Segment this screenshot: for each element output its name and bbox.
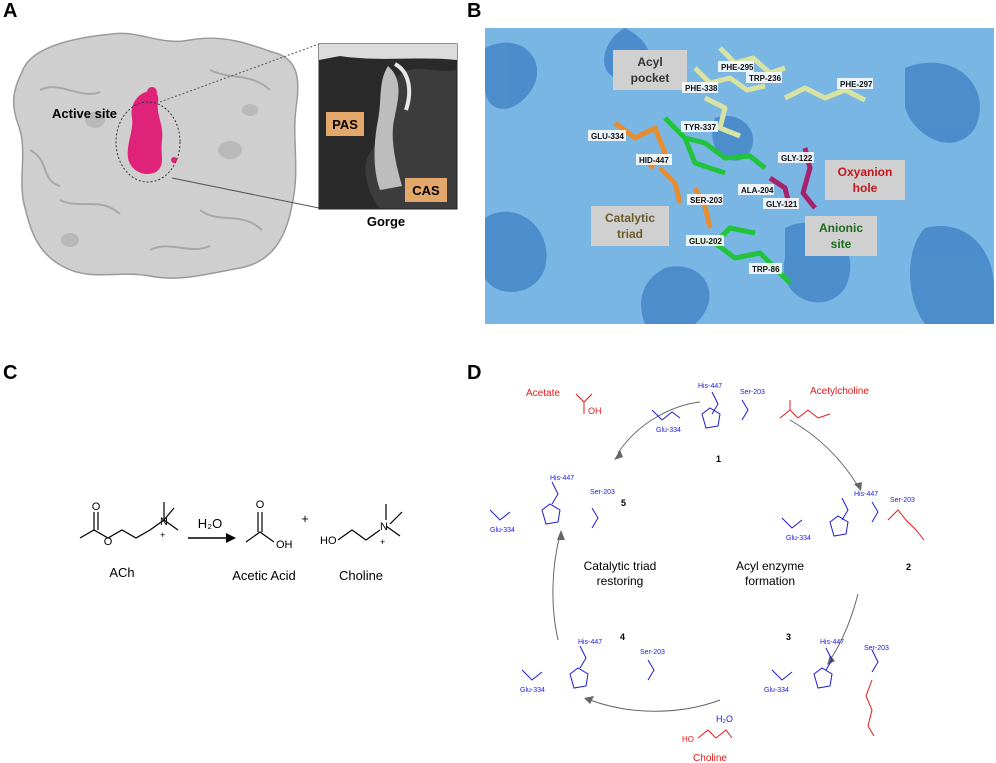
enzyme-state-3 <box>771 647 879 689</box>
catalytic-label-1: Catalytic <box>605 211 655 225</box>
residue-phe338: PHE-338 <box>685 84 718 93</box>
ser203-3: Ser-203 <box>864 645 889 652</box>
ser203-5: Ser-203 <box>590 489 615 496</box>
residue-trp236: TRP-236 <box>749 74 782 83</box>
acetic-acid-label: Acetic Acid <box>232 568 296 583</box>
svg-text:N: N <box>160 516 168 528</box>
enzyme-state-2 <box>781 497 879 537</box>
his447-5: His-447 <box>550 475 574 482</box>
water-label: H₂O <box>198 516 223 531</box>
pas-label: PAS <box>332 117 358 132</box>
gorge-label: Gorge <box>367 214 405 229</box>
glu334-4: Glu-334 <box>520 687 545 694</box>
svg-text:N: N <box>380 521 388 533</box>
glu334-5: Glu-334 <box>490 527 515 534</box>
anionic-label-2: site <box>831 237 852 251</box>
ser203-2: Ser-203 <box>890 497 915 504</box>
ach-label: ACh <box>109 565 134 580</box>
acetic-acid-structure <box>245 512 275 543</box>
acyl-pocket-label-2: pocket <box>631 71 670 85</box>
residue-ser203: SER-203 <box>690 196 723 205</box>
reaction-arrow <box>226 533 236 543</box>
oxyanion-label-2: hole <box>853 181 878 195</box>
panel-b-figure: Acyl pocket Oxyanion hole Catalytic tria… <box>485 28 994 324</box>
anionic-label-1: Anionic <box>819 221 863 235</box>
ser203-4: Ser-203 <box>640 649 665 656</box>
triad-restoring-label-1: Catalytic triad <box>584 559 657 573</box>
his447-4: His-447 <box>578 639 602 646</box>
residue-tyr337: TYR-337 <box>684 123 717 132</box>
residue-trp86: TRP-86 <box>752 265 780 274</box>
catalytic-triad-box <box>591 206 669 246</box>
acyl-formation-label-1: Acyl enzyme <box>736 559 804 573</box>
cycle-arrows <box>552 401 859 712</box>
choline-label-d: Choline <box>693 753 727 763</box>
glu334-3: Glu-334 <box>764 687 789 694</box>
svg-text:O: O <box>256 499 265 511</box>
enzyme-state-4 <box>521 645 655 689</box>
panel-letter-b: B <box>467 0 482 22</box>
residue-phe297: PHE-297 <box>840 80 873 89</box>
acetylcholine-substrate <box>779 400 831 419</box>
svg-text:+: + <box>380 537 385 547</box>
residue-glu202: GLU-202 <box>689 237 722 246</box>
svg-text:HO: HO <box>320 535 337 547</box>
his447-1: His-447 <box>698 383 722 390</box>
acyl-pocket-label-1: Acyl <box>637 55 662 69</box>
his447-2: His-447 <box>854 491 878 498</box>
acyl-pocket-box <box>613 50 687 90</box>
panel-a-figure: Active site PAS CAS Gorge <box>12 32 458 279</box>
step-1-label: 1 <box>716 454 721 464</box>
glu334-2: Glu-334 <box>786 535 811 542</box>
catalytic-label-2: triad <box>617 227 643 241</box>
step-2-label: 2 <box>906 562 911 572</box>
residue-ala204: ALA-204 <box>741 186 774 195</box>
residue-glu334: GLU-334 <box>591 132 624 141</box>
step-4-label: 4 <box>620 632 625 642</box>
acyl-pocket-residues <box>693 46 867 139</box>
residue-gly121: GLY-121 <box>766 200 798 209</box>
oxyanion-hole-box <box>825 160 905 200</box>
active-site-circle <box>115 101 181 183</box>
triad-restoring-label-2: restoring <box>597 574 644 588</box>
step-3-label: 3 <box>786 632 791 642</box>
residue-phe295: PHE-295 <box>721 63 754 72</box>
active-site-ligand <box>127 87 177 175</box>
gorge-inset <box>318 43 458 210</box>
choline-structure <box>337 504 403 541</box>
water-label-d: H₂O <box>716 714 733 724</box>
svg-text:OH: OH <box>588 406 602 416</box>
oxyanion-label-1: Oxyanion <box>838 165 893 179</box>
svg-text:HO: HO <box>682 735 694 744</box>
panel-letter-d: D <box>467 362 482 384</box>
residue-his447: HID-447 <box>639 156 669 165</box>
panel-d-figure: Acetate OH His-447 Ser-203 Glu-334 1 Ace… <box>489 383 925 763</box>
cas-label: CAS <box>412 183 440 198</box>
acetylcholine-structure <box>79 502 179 539</box>
anionic-site-box <box>805 216 877 256</box>
enzyme-state-1 <box>651 391 749 429</box>
svg-text:+: + <box>160 530 165 540</box>
ser203-1: Ser-203 <box>740 389 765 396</box>
acyl-formation-label-2: formation <box>745 574 795 588</box>
svg-text:OH: OH <box>276 539 293 551</box>
panel-letter-a: A <box>3 0 18 22</box>
panel-c-figure: O O N + ACh H₂O O OH + Acetic Acid HO N … <box>79 499 403 583</box>
choline-label: Choline <box>339 568 383 583</box>
residue-labels: PHE-295 TRP-236 PHE-297 PHE-338 GLU-334 … <box>588 61 873 274</box>
active-site-label: Active site <box>52 106 117 121</box>
glu334-1: Glu-334 <box>656 427 681 434</box>
acetylcholine-label: Acetylcholine <box>810 386 869 397</box>
step-5-label: 5 <box>621 498 626 508</box>
panel-letter-c: C <box>3 362 18 384</box>
enzyme-state-5 <box>489 481 599 529</box>
acetate-label: Acetate <box>526 388 560 399</box>
svg-text:O: O <box>104 536 113 548</box>
his447-3: His-447 <box>820 639 844 646</box>
svg-text:O: O <box>92 501 101 513</box>
residue-gly122: GLY-122 <box>781 154 813 163</box>
plus-sign: + <box>301 511 309 526</box>
